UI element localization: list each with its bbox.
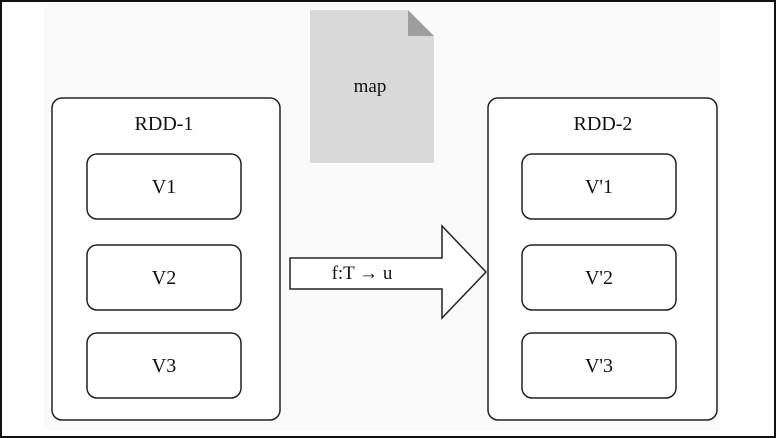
rdd-2-title: RDD-2 <box>574 113 633 135</box>
partition-v1-prime-box <box>521 153 677 220</box>
rdd-1-group: RDD-1 V1 V2 V3 <box>51 97 281 421</box>
transform-arrow: f:T → u <box>289 224 488 320</box>
partition-v1-box <box>86 153 242 220</box>
document-fold <box>408 10 434 36</box>
partition-v3-label: V3 <box>152 355 176 377</box>
partition-v1-prime-label: V'1 <box>585 176 613 198</box>
partition-v3-box <box>86 332 242 399</box>
map-document: map <box>310 10 434 163</box>
partition-v2-box <box>86 244 242 311</box>
partition-v3-prime-label: V'3 <box>585 355 613 377</box>
partition-v2-prime-label: V'2 <box>585 267 613 289</box>
document-page <box>310 10 434 163</box>
partition-v2-label: V2 <box>152 267 176 289</box>
arrow-label: f:T → u <box>332 263 393 284</box>
rdd-1-title: RDD-1 <box>135 113 194 135</box>
document-label: map <box>354 76 387 97</box>
partition-v1-label: V1 <box>152 176 176 198</box>
arrow-shape <box>289 224 488 320</box>
partition-v2-prime-box <box>521 244 677 311</box>
rdd-2-group: RDD-2 V'1 V'2 V'3 <box>487 97 718 421</box>
partition-v3-prime-box <box>521 332 677 399</box>
